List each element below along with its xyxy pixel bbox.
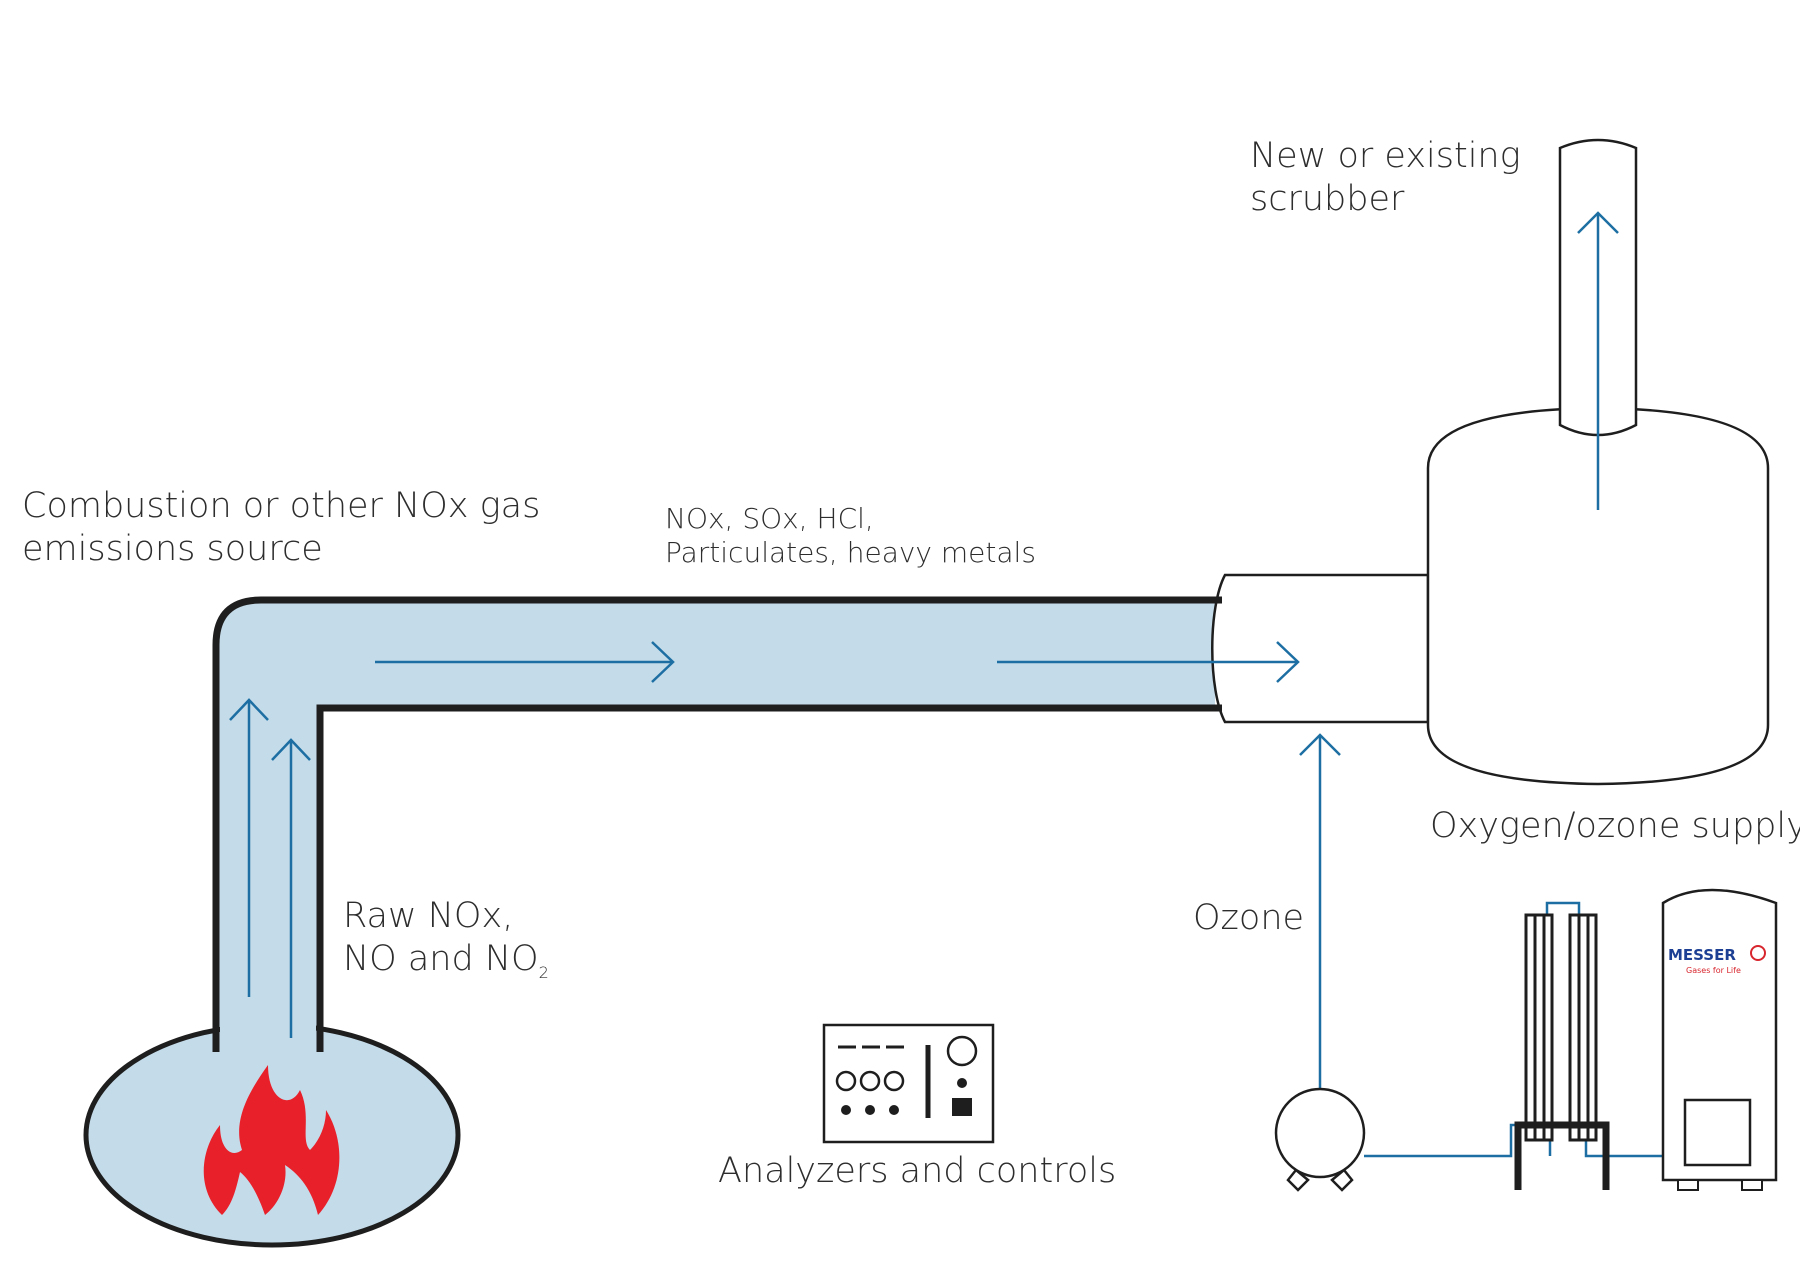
pollutants-line-1: NOx, SOx, HCl, — [665, 502, 874, 535]
scrubber-vessel — [1426, 406, 1770, 786]
generator-link — [1545, 901, 1581, 916]
raw-nox-line-2-text: NO and NO — [343, 938, 539, 979]
pollutants-line-2: Particulates, heavy metals — [665, 536, 1036, 570]
control-panel-icon — [822, 1023, 995, 1144]
scrubber-line-2: scrubber — [1250, 178, 1405, 219]
raw-nox-label: Raw NOx, NO and NO2 — [343, 895, 549, 982]
raw-nox-subscript: 2 — [538, 962, 549, 982]
flow-arrow-head-2 — [271, 738, 311, 761]
brand-logo-text: MESSER — [1668, 946, 1736, 964]
pollutants-label: NOx, SOx, HCl, Particulates, heavy metal… — [665, 502, 1036, 570]
ozone-generator-icon — [1514, 913, 1610, 1190]
emissions-source-label: Combustion or other NOx gas emissions so… — [22, 485, 540, 570]
raw-nox-line-1: Raw NOx, — [343, 896, 514, 936]
flow-arrow-head-1 — [229, 698, 269, 721]
ozone-arrow-head — [1299, 733, 1341, 756]
emissions-source-line-1: Combustion or other NOx gas — [22, 486, 541, 526]
flow-arrow-head-3 — [651, 641, 675, 683]
basin-neck — [220, 1010, 316, 1050]
flow-arrow-head-5 — [1577, 211, 1619, 234]
ozone-pipe-1 — [1364, 1123, 1552, 1158]
brand-logo-mark — [1750, 945, 1766, 961]
pump-icon — [1274, 1087, 1366, 1192]
scrubber-label: New or existing scrubber — [1250, 135, 1521, 220]
scrubber-inlet — [1211, 573, 1430, 724]
raw-nox-line-2: NO and NO2 — [343, 938, 549, 983]
flue-gas-duct — [216, 600, 1215, 1050]
oxygen-tank-icon: MESSER Gases for Life — [1661, 888, 1778, 1191]
flow-arrows — [229, 211, 1728, 1158]
brand-tagline: Gases for Life — [1686, 966, 1741, 975]
analyzers-label: Analyzers and controls — [718, 1151, 1117, 1191]
flame-icon — [203, 1065, 340, 1215]
duct-inner-wall — [316, 704, 1215, 1050]
scrubber-line-1: New or existing — [1250, 136, 1521, 176]
emissions-source-line-2: emissions source — [22, 528, 323, 569]
ozone-label: Ozone — [1193, 898, 1305, 938]
oxygen-supply-label: Oxygen/ozone supply — [1430, 806, 1800, 846]
flow-arrow-head-4 — [1276, 641, 1300, 683]
duct-outer-wall — [212, 596, 1215, 1050]
